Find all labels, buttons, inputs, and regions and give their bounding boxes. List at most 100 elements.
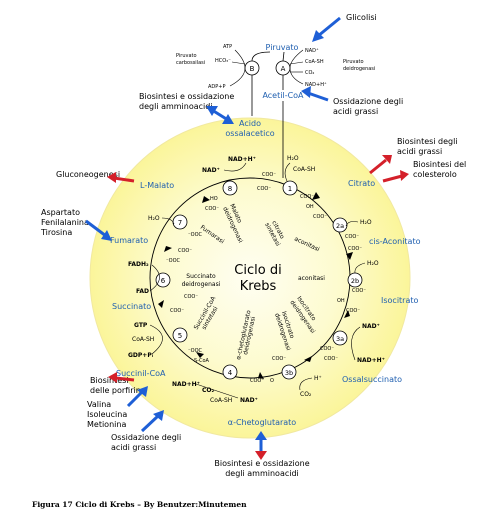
top-coa-label: CoA-SH: [305, 59, 324, 65]
frag-s-coa: S-CoA: [194, 358, 210, 364]
biosintesi-acidi-grassi-line2: acidi grassi: [397, 147, 442, 156]
piruvato-carbossilasi-line1: Piruvato: [176, 53, 197, 59]
cis-aconitato-label: cis-Aconitato: [369, 237, 421, 246]
s5-coa-label: CoA-SH: [132, 336, 154, 343]
acido-ossalacetico-line2: ossalacetico: [225, 129, 274, 138]
step-5-circle: [172, 327, 188, 343]
frag-oh-1: OH: [306, 204, 314, 210]
frag-coo-2: COO⁻: [300, 194, 314, 200]
s1-h2o-label: H₂O: [287, 155, 299, 162]
s5-gtp-label: GTP: [134, 322, 148, 329]
s6-fadh2-label: FADH₂: [128, 261, 149, 268]
aspartato-label: Aspartato: [41, 208, 80, 217]
step-8-circle: [222, 180, 238, 196]
step-6-label: 6: [161, 277, 166, 285]
frag-coo-6: COO⁻: [352, 288, 366, 294]
ossidazione-top-arrowhead: [301, 86, 311, 98]
frag-coo-11: COO⁻: [250, 378, 264, 384]
s3b-cofactor-arc: [299, 377, 313, 391]
ring-arrowhead-6: [196, 352, 204, 358]
porfirine-red-arrow: [115, 376, 135, 382]
step-5-label: 5: [178, 332, 182, 340]
frag-coo-16: COO⁻: [257, 186, 271, 192]
s6-cofactor-arc: [149, 264, 160, 292]
glicolisi-arrowhead: [312, 30, 324, 42]
top-nadh-label: NAD+H⁺: [305, 82, 327, 88]
ring-arrowhead-8: [164, 246, 172, 252]
step-1-label: 1: [288, 185, 292, 193]
s5-cofactor-arc: [149, 324, 163, 355]
coa-line: [289, 61, 304, 65]
cycle-background-disk: [89, 117, 411, 439]
piruvato-carbossilasi-line2: carbossilasi: [176, 60, 205, 66]
step-3b-circle: [281, 364, 297, 380]
frag-coo-15: COO⁻: [205, 206, 219, 212]
s7-h2o-label: H₂O: [148, 215, 160, 222]
gluconeogenesi-red-arrowhead: [107, 172, 116, 183]
amminoacidi-bottom-arrowhead-up: [255, 431, 267, 440]
frag-ooc-1: ⁻OOC: [188, 348, 203, 354]
gluconeogenesi-label: Gluconeogenesi: [56, 170, 120, 179]
s2a-cofactor-arc: [345, 221, 359, 227]
frag-coo-12: COO⁻: [170, 308, 184, 314]
s4-nad-label: NAD⁺: [240, 397, 258, 404]
glicolisi-label: Glicolisi: [346, 13, 377, 22]
enzyme-succinato-deidro-2: deidrogenasi: [182, 281, 221, 288]
succinil-coa-label: Succinil-CoA: [116, 369, 166, 378]
top-co2-label: CO₂: [305, 70, 314, 76]
s8-nad-label: NAD⁺: [202, 167, 220, 174]
step-3a-label: 3a: [336, 335, 344, 343]
biosintesi-amminoacidi-top-line1: Biosintesi e ossidazione: [139, 92, 234, 101]
acidi-grassi-red-arrow: [369, 158, 387, 175]
amminoacidi-top-arrow: [211, 108, 229, 122]
s6-fad-label: FAD: [136, 288, 149, 295]
hco3-line: [231, 61, 246, 65]
valina-label: Valina: [87, 400, 111, 409]
enzyme-a-label: A: [281, 65, 286, 73]
s4-coa-label: CoA-SH: [210, 397, 232, 404]
biosintesi-amminoacidi-top-line2: degli amminoacidi: [139, 102, 213, 111]
biosintesi-acidi-grassi-line1: Biosintesi degli: [397, 137, 458, 146]
ring-arrowhead-4: [304, 356, 312, 362]
isocitrato-label: Isocitrato: [381, 296, 419, 305]
biosintesi-porfirine-line1: Biosintesi: [90, 376, 129, 385]
ossidazione-top-arrow: [307, 91, 329, 102]
colesterolo-red-arrowhead: [400, 170, 409, 181]
frag-coo-4: COO⁻: [345, 234, 359, 240]
frag-coo-1: COO⁻: [262, 172, 276, 178]
s3b-h-label: H⁺: [314, 375, 322, 382]
ring-arrowhead-7: [158, 300, 164, 308]
s1-coa-label: CoA-SH: [293, 166, 315, 173]
porfirine-red-arrowhead: [108, 372, 117, 383]
biosintesi-porfirine-line2: delle porfirine: [90, 386, 146, 395]
frag-coo-8: COO⁻: [320, 346, 334, 352]
s8-cofactor-arc: [223, 162, 247, 172]
aspartato-blue-arrowhead: [101, 230, 112, 241]
s3b-co2-label: CO₂: [300, 391, 312, 398]
frag-coo-10: COO⁻: [272, 356, 286, 362]
ossidazione-acidi-grassi-bottom-line1: Ossidazione degli: [111, 433, 181, 442]
s1-cofactor-arc: [284, 162, 291, 182]
alfa-chetoglutarato-label: α-Chetoglutarato: [228, 418, 297, 427]
amminoacidi-top-arrowtail: [206, 106, 218, 116]
frag-coo-9: COO⁻: [324, 356, 338, 362]
acidi-grassi-red-arrowhead: [382, 155, 392, 164]
b-cofactor-curve: [229, 49, 246, 87]
biosintesi-amminoacidi-bottom-line2: degli amminoacidi: [225, 469, 299, 478]
s2b-h2o-label: H₂O: [367, 260, 379, 267]
ring-arrowhead-2: [346, 252, 353, 260]
ring-arrowhead-3: [344, 310, 350, 318]
step-circles: 1 2a 2b 3a 3b 4 5 6 7 8: [155, 180, 363, 380]
adp-p-label: ADP+P: [208, 84, 226, 90]
s2b-cofactor-arc: [354, 262, 366, 274]
fumarato-label: Fumarato: [110, 236, 148, 245]
cycle-title-line2: Krebs: [240, 279, 277, 294]
tirosina-label: Tirosina: [40, 228, 72, 237]
enzyme-succinato-deidro-1: Succinato: [186, 273, 216, 280]
gluconeogenesi-red-arrow: [113, 176, 135, 183]
molecule-fragments: COO⁻ COO⁻ OH COO⁻ COO⁻ COO⁻ COO⁻ OH COO⁻…: [166, 172, 366, 384]
hco3-label: HCO₃⁻: [215, 58, 231, 64]
s7-cofactor-arc: [161, 217, 175, 225]
ossidazione-acidi-grassi-bottom-line2: acidi grassi: [111, 443, 156, 452]
